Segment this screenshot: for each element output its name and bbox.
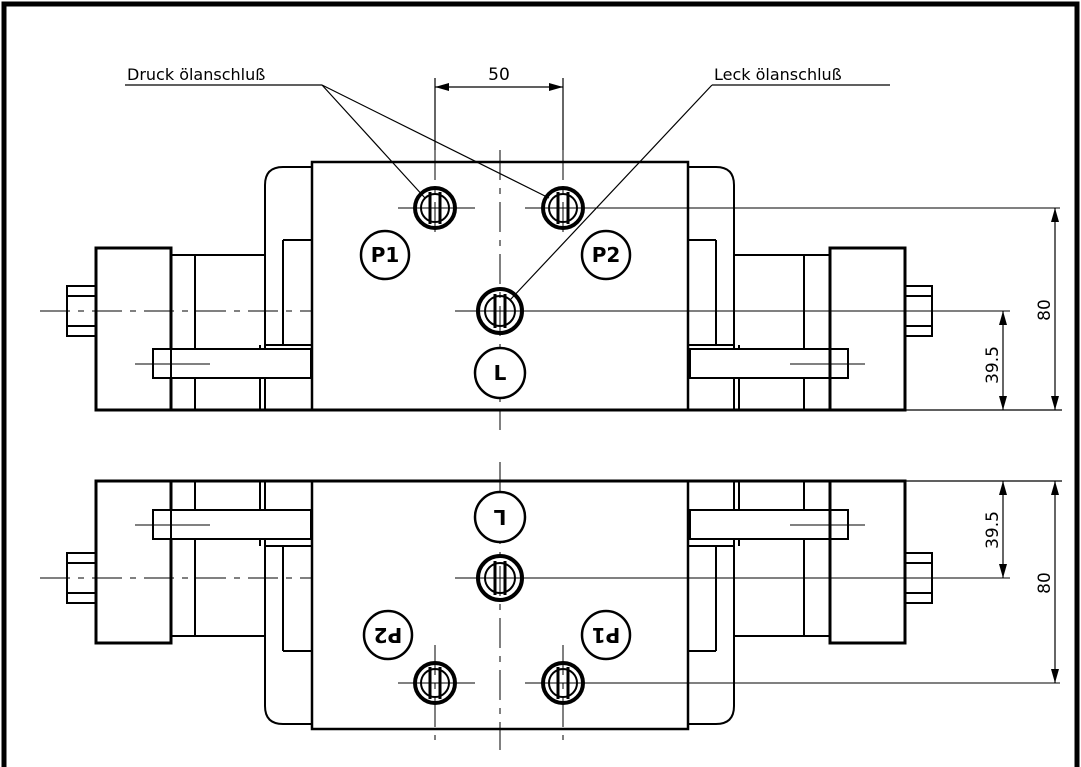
top-port-l-label: L <box>494 361 507 385</box>
height-top-label: 80 <box>1035 299 1055 321</box>
top-port-p1-marker: P1 <box>359 229 411 281</box>
spacing-dimension-label: 50 <box>488 65 510 85</box>
top-port-l-hole <box>476 287 524 335</box>
dimension-height-bottom <box>905 480 1062 683</box>
top-port-p1-label: P1 <box>371 243 400 267</box>
bottom-port-p2-marker: P2 <box>362 609 414 661</box>
dim-arrow-left <box>435 83 449 91</box>
dimension-height-top <box>905 208 1062 411</box>
bottom-port-p2-hole <box>413 661 457 705</box>
dimension-spacing <box>434 78 564 150</box>
bottom-port-l-label: L <box>493 505 506 529</box>
top-pin-centerlines <box>135 207 1060 365</box>
center-top-label: 39.5 <box>983 346 1003 384</box>
bottom-port-l-marker: L <box>473 490 527 544</box>
bottom-port-p1-hole <box>541 661 585 705</box>
bottom-port-p2-label: P2 <box>374 623 403 647</box>
leak-port-callout: Leck ölanschluß <box>714 65 842 84</box>
height-bottom-label: 80 <box>1035 572 1055 594</box>
bottom-pin-centerlines <box>135 524 1060 684</box>
center-bottom-label: 39.5 <box>983 511 1003 549</box>
callout-leaders <box>125 84 890 301</box>
bottom-port-l-hole <box>476 554 524 602</box>
top-port-p2-label: P2 <box>592 243 621 267</box>
bottom-port-p1-label: P1 <box>592 623 621 647</box>
top-port-p1-hole <box>413 186 457 230</box>
bottom-port-p1-marker: P1 <box>580 609 632 661</box>
top-port-p2-marker: P2 <box>580 229 632 281</box>
top-port-p2-hole <box>541 186 585 230</box>
dim-arrow-right <box>549 83 563 91</box>
top-port-l-marker: L <box>473 346 527 400</box>
pressure-port-callout: Druck ölanschluß <box>127 65 265 84</box>
